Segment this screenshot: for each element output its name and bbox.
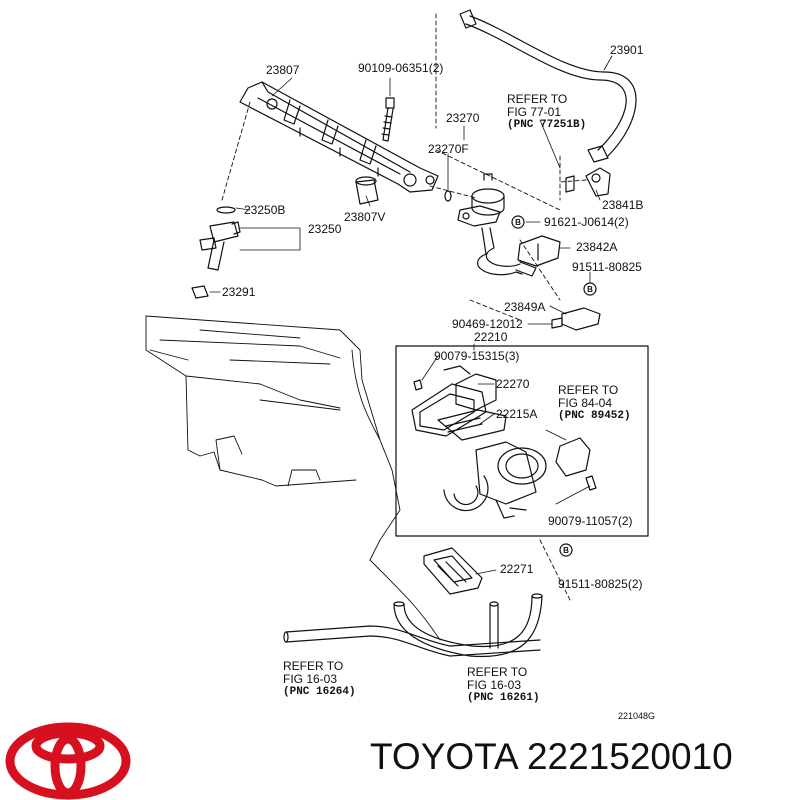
part-label: 23807V xyxy=(344,210,386,224)
part-label: 23270 xyxy=(446,111,480,125)
engine-outline xyxy=(145,315,441,641)
bolt-90109 xyxy=(381,97,395,142)
part-label: 22210 xyxy=(474,330,508,344)
brand-part-number: TOYOTA 2221520010 xyxy=(370,736,733,777)
part-label: 22215A xyxy=(496,407,538,421)
part-label: 23842A xyxy=(576,240,618,254)
reference-note: REFER TO FIG 84-04 (PNC 89452) xyxy=(558,383,631,423)
insulator-23807v xyxy=(355,176,379,205)
reference-note: REFER TO FIG 77-01 (PNC 77251B) xyxy=(507,92,587,132)
part-label: 22270 xyxy=(496,377,530,391)
part-label: 91511-80825 xyxy=(572,260,642,274)
part-label: 23849A xyxy=(504,300,546,314)
bolt-marker-letter: B xyxy=(515,218,521,227)
part-label: 23901 xyxy=(610,43,644,57)
reference-note: REFER TO FIG 16-03 (PNC 16264) xyxy=(283,659,356,699)
leader-lines xyxy=(209,55,613,575)
part-label: 23807 xyxy=(266,63,300,77)
part-label: 90079-11057(2) xyxy=(548,514,633,528)
part-label: 23250B xyxy=(244,203,286,217)
o-ring-23250b xyxy=(216,206,236,214)
throttle-body-box xyxy=(395,345,649,537)
vacuum-switch-23849a xyxy=(551,307,601,331)
throttle-body xyxy=(411,365,597,519)
clamp-23841b xyxy=(565,167,611,197)
part-label: 90079-15315(3) xyxy=(434,349,520,363)
drawing-code: 221048G xyxy=(618,711,656,721)
part-label: 91621-J0614(2) xyxy=(544,215,629,229)
part-label: 22271 xyxy=(500,562,534,576)
cap-23291 xyxy=(191,285,209,299)
o-ring-23270f xyxy=(444,190,452,202)
lower-hoses xyxy=(283,593,543,658)
pressure-regulator xyxy=(457,173,537,277)
fuel-hose-23901 xyxy=(459,9,637,163)
part-label: 90109-06351(2) xyxy=(358,61,444,75)
bolt-marker-letter: B xyxy=(587,285,593,294)
gasket-22271 xyxy=(423,547,483,595)
part-label: 90469-12012 xyxy=(452,317,523,331)
block-23842a xyxy=(517,235,561,267)
bolt-marker xyxy=(511,215,597,557)
part-label: 23250 xyxy=(308,222,342,236)
part-label: 23270F xyxy=(428,142,469,156)
bolt-marker-letter: B xyxy=(563,546,569,555)
reference-note: REFER TO FIG 16-03 (PNC 16261) xyxy=(467,665,540,705)
part-label: 23291 xyxy=(222,285,256,299)
part-label: 91511-80825(2) xyxy=(558,577,643,591)
fuel-injector xyxy=(199,221,241,271)
fuel-rail xyxy=(239,81,439,193)
toyota-logo-icon xyxy=(5,722,131,800)
part-label: 23841B xyxy=(602,198,644,212)
